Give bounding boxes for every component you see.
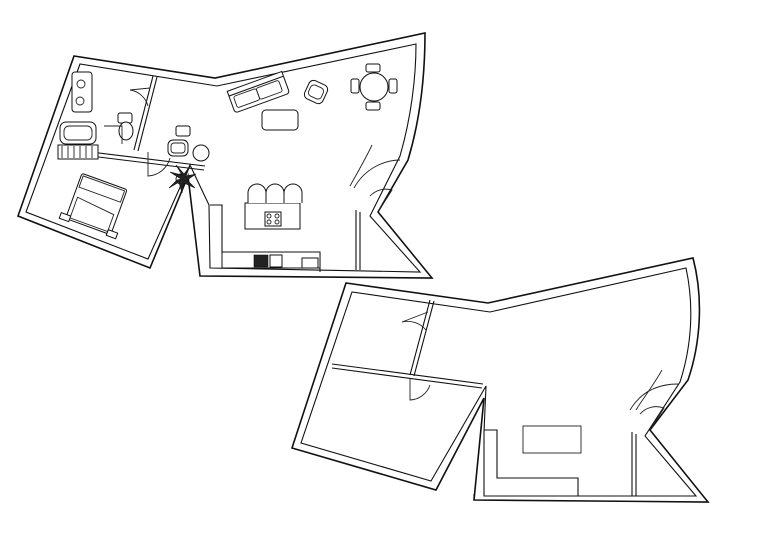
bed-icon: [58, 173, 128, 240]
living-furniture: [167, 63, 398, 162]
bedroom-door: [147, 152, 171, 177]
bathroom-fixtures: [57, 71, 134, 160]
armchair-icon: [303, 79, 329, 105]
doors: [129, 87, 401, 213]
stool-icon: [247, 183, 303, 203]
washbasin-icon: [71, 71, 93, 113]
exterior-walls-2: [290, 257, 710, 503]
armchair-icon-2: [167, 139, 189, 157]
bedroom-door-2: [409, 378, 431, 401]
kitchen-sink-icon: [253, 254, 269, 268]
kitchen-island-outline: [522, 425, 582, 454]
empty-floor-plan: [290, 257, 710, 503]
interior-walls: [57, 75, 361, 272]
round-table-icon: [192, 144, 210, 162]
entrance-door: [349, 144, 401, 189]
bathtub-icon: [59, 121, 97, 145]
coffee-table-icon: [261, 109, 299, 131]
shower-door: [104, 125, 123, 144]
exterior-walls: [16, 32, 434, 279]
kitchen-furniture: [221, 183, 321, 269]
sofa-icon: [226, 70, 290, 113]
doors-2: [401, 311, 679, 431]
plant-icon: [168, 164, 197, 194]
bathroom-door-2: [401, 311, 429, 331]
dining-set-icon: [350, 63, 398, 111]
furnished-floor-plan: [16, 32, 434, 279]
entrance-door-2: [629, 369, 679, 411]
balcony-door: [369, 188, 393, 213]
bathroom-door: [129, 87, 151, 107]
balcony-door-2: [639, 406, 665, 431]
side-table-icon: [175, 125, 191, 137]
bedroom-furniture: [58, 164, 197, 240]
toilet-icon: [117, 112, 133, 124]
cooktop-icon: [264, 211, 282, 227]
kitchen-outline-2: [522, 425, 582, 454]
